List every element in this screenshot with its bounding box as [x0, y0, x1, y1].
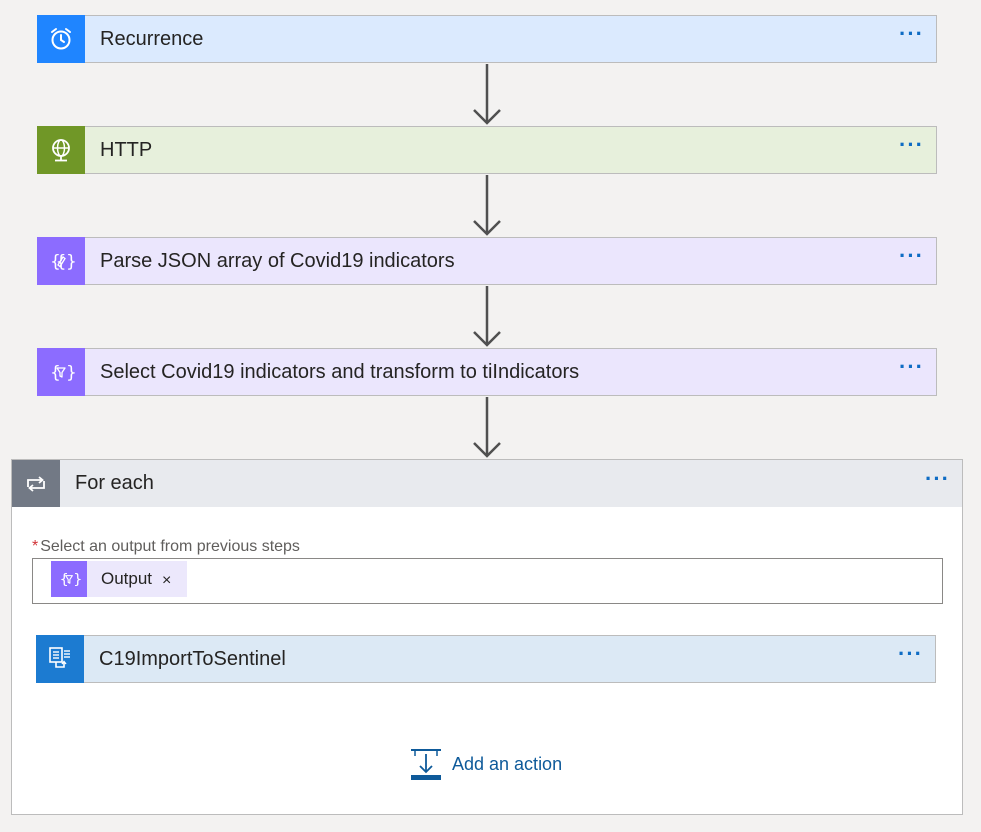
- foreach-container: For each ··· *Select an output from prev…: [11, 459, 963, 815]
- more-options-button[interactable]: ···: [899, 354, 924, 379]
- foreach-title: For each: [75, 472, 154, 494]
- svg-text:{: {: [56, 252, 67, 272]
- svg-text:}: }: [66, 363, 75, 383]
- step-c19-import[interactable]: C19ImportToSentinel ···: [36, 635, 936, 683]
- more-options-button[interactable]: ···: [925, 465, 950, 491]
- output-token[interactable]: { } Output ×: [51, 561, 188, 597]
- flow-arrow: [473, 286, 501, 347]
- more-options-button[interactable]: ···: [899, 132, 924, 157]
- select-icon: { }: [51, 561, 87, 597]
- svg-text:}: }: [73, 572, 81, 588]
- svg-text:{: {: [50, 252, 61, 272]
- step-select[interactable]: { } Select Covid19 indicators and transf…: [37, 348, 937, 396]
- add-action-label: Add an action: [452, 753, 563, 774]
- more-options-button[interactable]: ···: [899, 21, 924, 46]
- parse-json-icon: { . { }: [37, 237, 85, 285]
- step-label: Select Covid19 indicators and transform …: [100, 360, 580, 383]
- loop-icon: [12, 460, 60, 507]
- more-options-button[interactable]: ···: [898, 641, 923, 666]
- step-recurrence[interactable]: Recurrence ···: [37, 15, 937, 63]
- field-label-text: Select an output from previous steps: [40, 538, 300, 555]
- step-label: Parse JSON array of Covid19 indicators: [100, 249, 455, 272]
- step-label: HTTP: [100, 138, 153, 161]
- remove-token-button[interactable]: ×: [162, 572, 172, 589]
- flow-arrow: [473, 64, 501, 125]
- step-http[interactable]: HTTP ···: [37, 126, 937, 174]
- flow-arrow: [473, 397, 501, 458]
- logic-app-icon: [36, 635, 84, 683]
- output-select-input[interactable]: { } Output ×: [32, 558, 943, 604]
- token-label: Output: [101, 569, 153, 588]
- alarm-clock-icon: [37, 15, 85, 63]
- svg-text:}: }: [66, 252, 75, 272]
- step-label: Recurrence: [100, 27, 204, 50]
- output-field-label: *Select an output from previous steps: [32, 538, 300, 556]
- select-icon: { }: [37, 348, 85, 396]
- flow-arrow: [473, 175, 501, 236]
- step-parse-json[interactable]: { . { } Parse JSON array of Covid19 indi…: [37, 237, 937, 285]
- more-options-button[interactable]: ···: [899, 243, 924, 268]
- add-action-button[interactable]: Add an action: [410, 748, 562, 780]
- add-action-icon: [411, 749, 441, 780]
- step-label: C19ImportToSentinel: [99, 647, 286, 670]
- required-mark: *: [32, 538, 39, 555]
- svg-text:{: {: [60, 572, 69, 588]
- foreach-header[interactable]: For each ···: [12, 460, 962, 507]
- globe-icon: [37, 126, 85, 174]
- svg-text:{: {: [50, 363, 61, 383]
